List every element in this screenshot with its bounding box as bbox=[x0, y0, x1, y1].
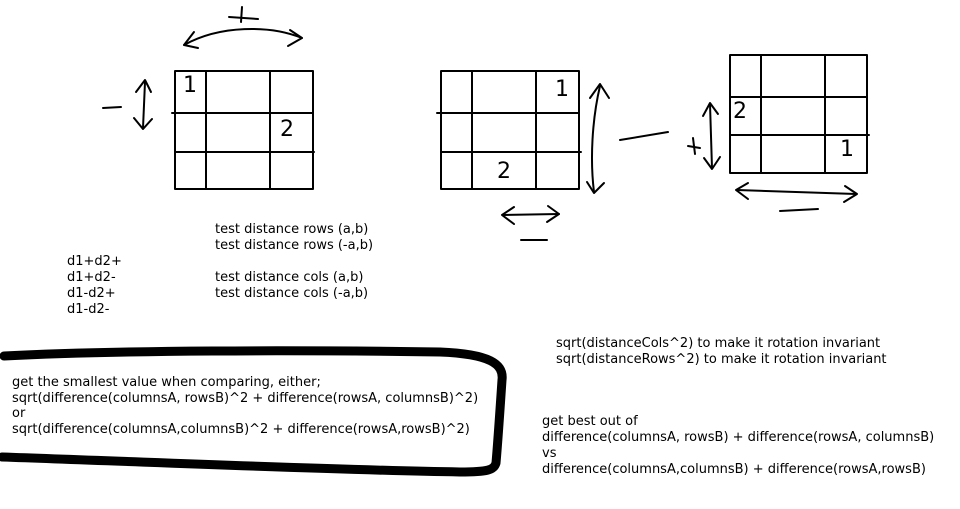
combo-3: d1-d2+ bbox=[67, 286, 116, 301]
best-note-line-3: vs bbox=[542, 446, 557, 461]
boxed-note-line-4: sqrt(difference(columnsA,columnsB)^2 + d… bbox=[12, 422, 470, 437]
grid-2-label-2: 2 bbox=[497, 159, 511, 184]
test-line-3: test distance cols (a,b) bbox=[215, 270, 364, 285]
test-line-2: test distance rows (-a,b) bbox=[215, 238, 374, 253]
best-note-line-2: difference(columnsA, rowsB) + difference… bbox=[542, 430, 935, 445]
boxed-note-line-3: or bbox=[12, 406, 26, 421]
grid-2 bbox=[436, 70, 582, 190]
arrow-bottom-3 bbox=[735, 182, 858, 203]
combo-1: d1+d2+ bbox=[67, 254, 122, 269]
arrow-right-2 bbox=[586, 83, 610, 194]
plus-mark-left-3 bbox=[687, 137, 701, 155]
grid-1 bbox=[171, 70, 315, 190]
grid-3 bbox=[729, 54, 870, 174]
invariant-line-1: sqrt(distanceCols^2) to make it rotation… bbox=[556, 336, 881, 351]
invariant-line-2: sqrt(distanceRows^2) to make it rotation… bbox=[556, 352, 887, 367]
grid-1-label-2: 2 bbox=[280, 117, 294, 142]
best-note-line-1: get best out of bbox=[542, 414, 638, 429]
combo-4: d1-d2- bbox=[67, 302, 110, 317]
test-line-1: test distance rows (a,b) bbox=[215, 222, 369, 237]
plus-mark-top bbox=[228, 6, 259, 23]
best-note-line-4: difference(columnsA,columnsB) + differen… bbox=[542, 462, 926, 477]
arrow-bottom-2 bbox=[501, 205, 560, 225]
test-line-4: test distance cols (-a,b) bbox=[215, 286, 369, 301]
grid-3-label-2: 2 bbox=[733, 99, 747, 124]
arrow-left-3 bbox=[702, 102, 721, 170]
grid-3-label-1: 1 bbox=[840, 137, 854, 162]
grid-2-label-1: 1 bbox=[555, 77, 569, 102]
arrow-left-1 bbox=[133, 79, 153, 130]
minus-mark-left bbox=[102, 106, 122, 109]
minus-mark-bottom-3 bbox=[779, 208, 819, 212]
note-box-outline bbox=[0, 346, 507, 477]
arrow-top-1 bbox=[183, 28, 303, 49]
minus-mark-right-2 bbox=[619, 131, 669, 141]
grid-1-label-1: 1 bbox=[183, 73, 197, 98]
boxed-note-line-1: get the smallest value when comparing, e… bbox=[12, 375, 321, 390]
boxed-note-line-2: sqrt(difference(columnsA, rowsB)^2 + dif… bbox=[12, 391, 479, 406]
combo-2: d1+d2- bbox=[67, 270, 116, 285]
